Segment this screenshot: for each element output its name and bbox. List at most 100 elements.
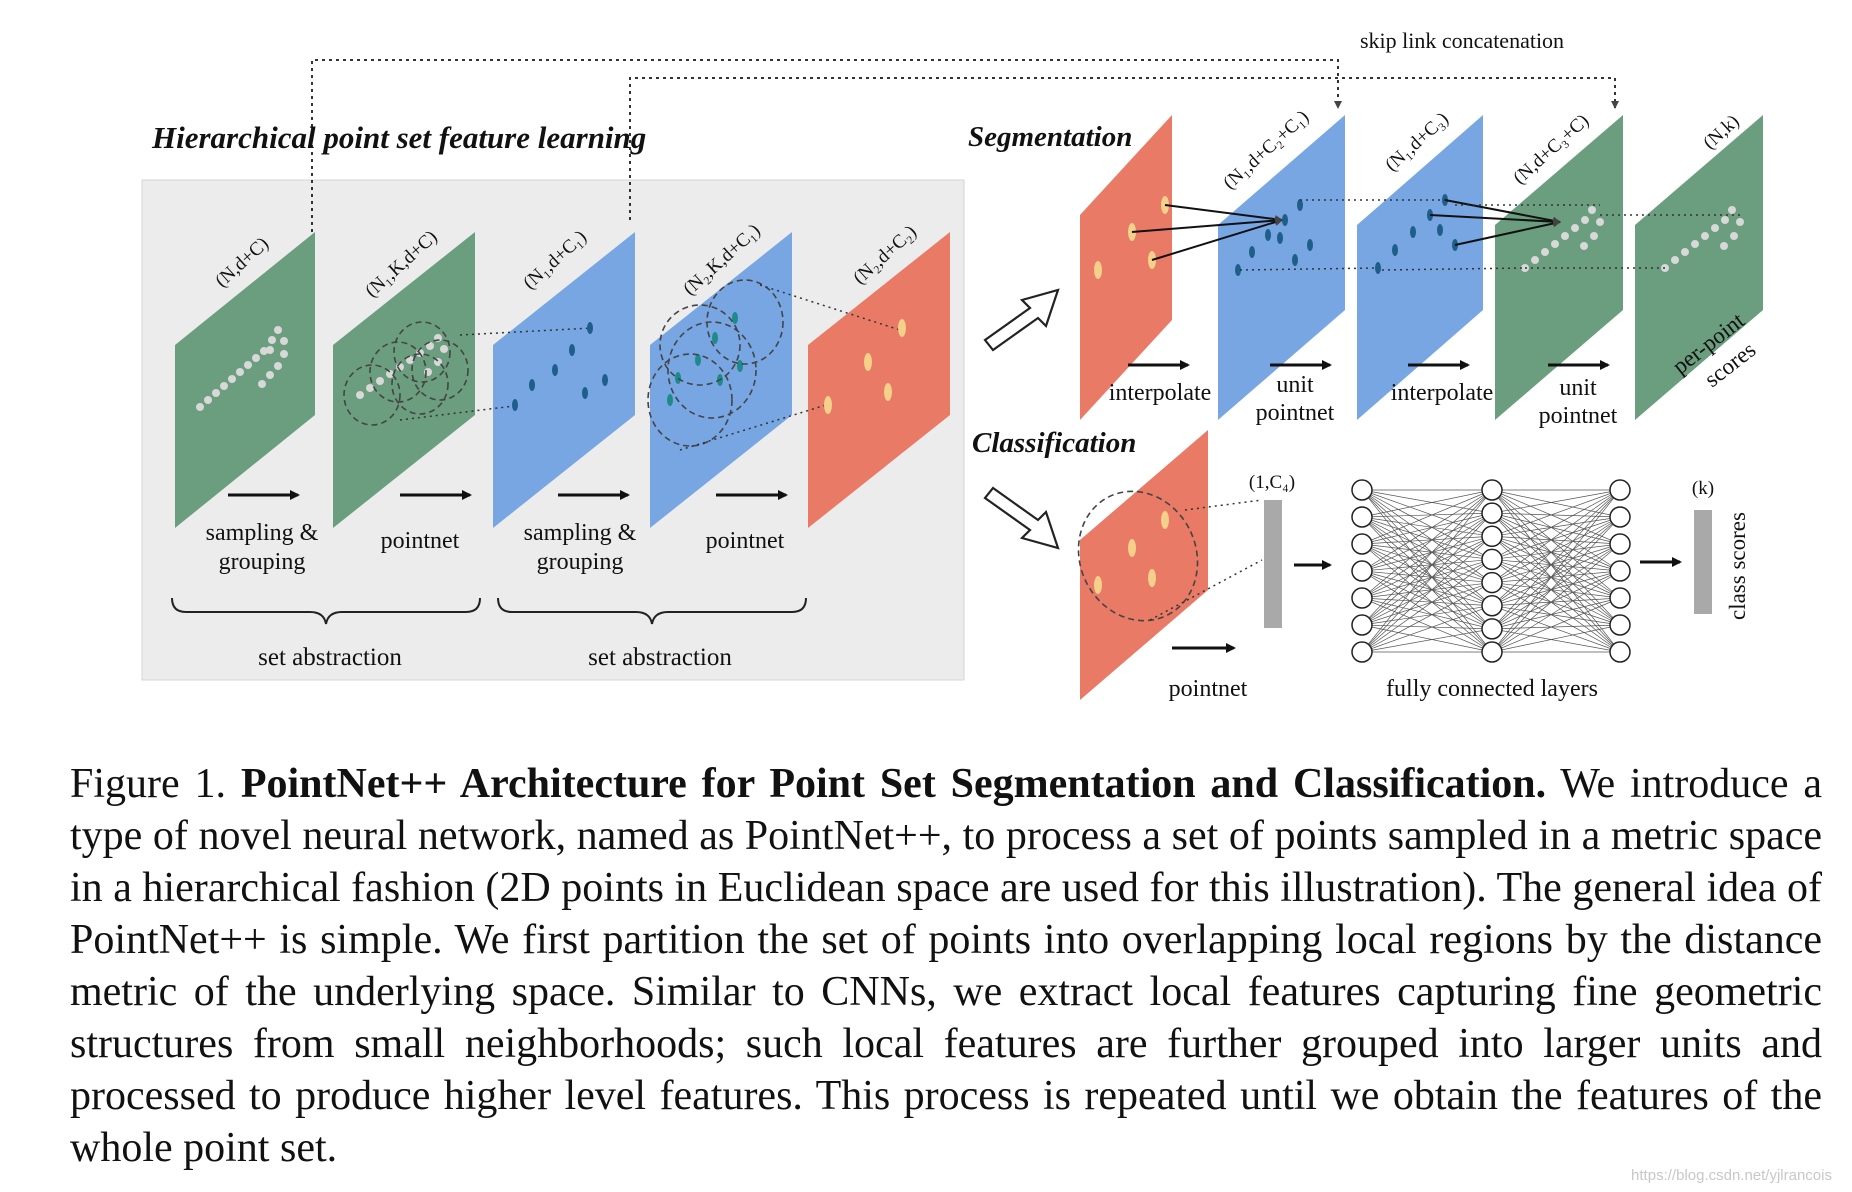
fc-edge bbox=[1491, 543, 1621, 607]
fc-edge bbox=[1491, 559, 1621, 626]
grouped2-circles bbox=[647, 279, 784, 447]
fc-node bbox=[1351, 479, 1373, 501]
op-sampling1-b: grouping bbox=[219, 549, 306, 575]
fc-edge bbox=[1361, 559, 1493, 626]
fc-edge bbox=[1361, 570, 1493, 653]
fc-edge bbox=[1491, 535, 1621, 626]
seg-dotted-links bbox=[1239, 199, 1740, 271]
fc-edge bbox=[1491, 535, 1621, 599]
input-points bbox=[196, 326, 288, 411]
plane-grouped1 bbox=[333, 232, 475, 528]
fc-edge bbox=[1491, 516, 1621, 630]
fc-edge bbox=[1361, 512, 1493, 653]
fc-edge bbox=[1361, 535, 1493, 626]
fc-edge bbox=[1361, 512, 1493, 626]
op-interpolate2: interpolate bbox=[1391, 380, 1494, 406]
fc-edge bbox=[1491, 516, 1621, 653]
fc-edge bbox=[1361, 489, 1493, 626]
fc-edge bbox=[1491, 516, 1621, 537]
fc-edge bbox=[1491, 489, 1621, 572]
fc-edge bbox=[1491, 597, 1621, 653]
fc-edge bbox=[1361, 516, 1493, 560]
fc-node bbox=[1609, 641, 1631, 663]
fc-node bbox=[1609, 479, 1631, 501]
grouped1-projection bbox=[399, 327, 593, 421]
fc-edge bbox=[1491, 512, 1621, 626]
fc-edge bbox=[1491, 570, 1621, 607]
planes bbox=[175, 115, 1763, 700]
fc-edge bbox=[1361, 570, 1493, 607]
fc-edge bbox=[1491, 543, 1621, 560]
fc-edge bbox=[1361, 543, 1493, 630]
fc-edge bbox=[1491, 570, 1621, 630]
fc-edge bbox=[1361, 516, 1493, 653]
fc-edge bbox=[1361, 489, 1493, 545]
fc-edge bbox=[1491, 597, 1621, 630]
cls-global-feature bbox=[1264, 500, 1282, 628]
fc-edge bbox=[1361, 516, 1493, 607]
pointnet-architecture-figure: skip link concatenation Hierarchical poi… bbox=[141, 28, 1763, 702]
plane-seg-interp-red bbox=[1080, 115, 1172, 420]
fc-edge bbox=[1491, 582, 1621, 599]
fc-edge bbox=[1361, 489, 1493, 606]
fc-edge bbox=[1491, 570, 1621, 653]
grouped2-projection bbox=[679, 284, 901, 451]
set-abstraction-braces bbox=[171, 597, 807, 625]
fc-edge bbox=[1361, 570, 1493, 583]
fc-node bbox=[1481, 502, 1503, 524]
fc-edge bbox=[1361, 535, 1493, 545]
fc-edge bbox=[1491, 559, 1621, 572]
plane-seg1 bbox=[1218, 115, 1345, 420]
fc-edge bbox=[1361, 512, 1493, 518]
op-unit-pointnet1-b: pointnet bbox=[1256, 400, 1335, 426]
fc-edge bbox=[1361, 489, 1493, 560]
plane-cls bbox=[1080, 430, 1208, 700]
fc-edge bbox=[1491, 570, 1621, 583]
fc-edge bbox=[1491, 512, 1621, 518]
fc-edge bbox=[1361, 512, 1493, 545]
grouped2-points bbox=[667, 312, 743, 406]
fc-edge bbox=[1361, 489, 1493, 583]
fc-edge bbox=[1491, 512, 1621, 653]
plane-seg2 bbox=[1357, 115, 1483, 420]
plane-seg3 bbox=[1495, 115, 1623, 420]
cls-region bbox=[1077, 490, 1199, 622]
fc-edge bbox=[1361, 597, 1493, 630]
fc-edge bbox=[1491, 512, 1621, 572]
fc-node bbox=[1481, 618, 1503, 640]
hollow-arrows bbox=[983, 288, 1060, 550]
op-sampling2-b: grouping bbox=[537, 549, 624, 575]
fc-edge bbox=[1361, 536, 1493, 653]
seg-blue1-points bbox=[1235, 199, 1313, 276]
cls-output-vector bbox=[1694, 510, 1712, 614]
fc-edge bbox=[1361, 489, 1493, 537]
fc-edge bbox=[1361, 582, 1493, 653]
fc-node bbox=[1609, 614, 1631, 636]
sa2-points bbox=[824, 319, 906, 414]
fc-edge bbox=[1491, 543, 1621, 630]
fc-edge bbox=[1491, 489, 1621, 518]
fc-edge bbox=[1491, 559, 1621, 653]
fc-edge bbox=[1361, 516, 1493, 583]
seg-blue2-points bbox=[1375, 194, 1458, 274]
fc-edge bbox=[1361, 559, 1493, 653]
fc-node bbox=[1351, 533, 1373, 555]
fc-edge bbox=[1491, 489, 1621, 514]
fc-edge bbox=[1491, 624, 1621, 630]
fc-node bbox=[1609, 560, 1631, 582]
fc-edge bbox=[1361, 582, 1493, 626]
figure-caption: Figure 1. PointNet++ Architecture for Po… bbox=[70, 758, 1822, 1174]
fc-edge bbox=[1491, 489, 1621, 537]
op-unit-pointnet1-a: unit bbox=[1276, 372, 1314, 398]
fc-edge bbox=[1491, 605, 1621, 626]
sa1-points bbox=[512, 322, 608, 411]
fc-node bbox=[1609, 506, 1631, 528]
fc-node bbox=[1481, 641, 1503, 663]
classification-title: Classification bbox=[972, 427, 1136, 459]
fc-edge bbox=[1361, 489, 1493, 599]
set-abstraction-1: set abstraction bbox=[258, 644, 402, 671]
fc-edge bbox=[1361, 516, 1493, 630]
skip-link-lines bbox=[311, 59, 1619, 232]
fc-edge bbox=[1361, 535, 1493, 572]
fc-edge bbox=[1491, 628, 1621, 653]
